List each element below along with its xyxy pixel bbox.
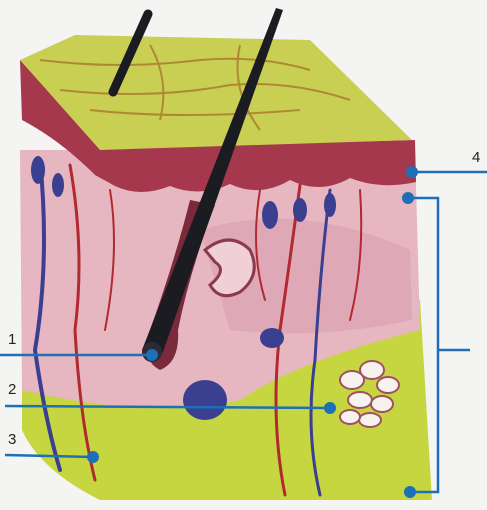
- pacinian-corpuscle: [183, 380, 227, 420]
- label-3: 3: [8, 431, 16, 448]
- label-1: 1: [8, 331, 16, 348]
- label-4: 4: [472, 149, 480, 166]
- label-2: 2: [8, 381, 16, 398]
